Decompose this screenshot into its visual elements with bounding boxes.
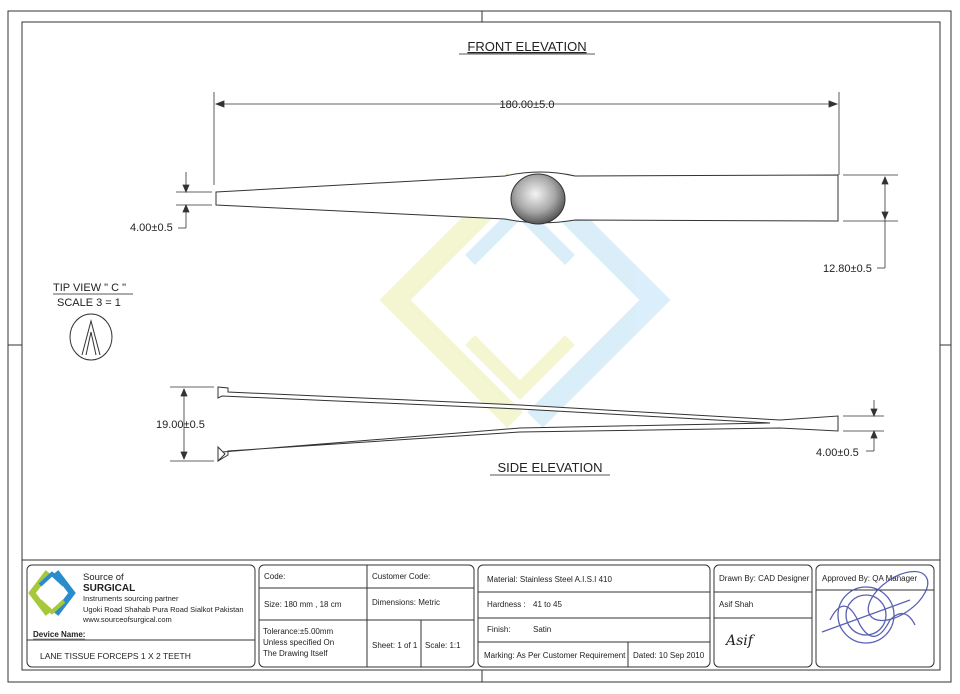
outer-border: [7, 10, 952, 683]
finish-label: Finish:: [487, 625, 511, 634]
front-tip-dimension: [176, 172, 212, 229]
company-name-line2: SURGICAL: [83, 583, 135, 594]
finish-value: Satin: [533, 625, 551, 634]
sheet-value: Sheet: 1 of 1: [372, 641, 418, 650]
hardness-value: 41 to 45: [533, 600, 562, 609]
side-opening-dimension: [170, 386, 214, 462]
device-name-label: Device Name:: [33, 630, 85, 639]
front-elevation-title: FRONT ELEVATION: [467, 39, 586, 54]
tip-view-scale: SCALE 3 = 1: [57, 297, 121, 309]
tolerance-line1: Tolerance:±5.00mm: [263, 627, 334, 636]
front-tip-label: 4.00±0.5: [130, 222, 173, 234]
front-handle-dimension: [843, 174, 898, 269]
size-value: Size: 180 mm , 18 cm: [264, 600, 342, 609]
company-website: www.sourceofsurgical.com: [82, 615, 172, 624]
customer-code-label: Customer Code:: [372, 572, 430, 581]
front-elevation-forceps: [215, 171, 839, 225]
box-joint-ball: [510, 173, 566, 225]
material-value: Material: Stainless Steel A.I.S.I 410: [487, 575, 613, 584]
company-logo: [28, 570, 76, 616]
drawn-by-signature: Asif: [724, 633, 756, 649]
title-block: [21, 559, 941, 671]
device-name-value: LANE TISSUE FORCEPS 1 X 2 TEETH: [40, 651, 191, 661]
side-opening-label: 19.00±0.5: [156, 419, 205, 431]
drawn-by-name: Asif Shah: [719, 600, 753, 609]
side-tip-label: 4.00±0.5: [816, 447, 859, 459]
side-tip-dimension: [843, 400, 884, 452]
code-label: Code:: [264, 572, 285, 581]
tip-view-detail: [69, 313, 113, 361]
overall-length-label: 180.00±5.0: [500, 99, 555, 111]
approval-stamp: [821, 570, 929, 644]
tolerance-line2: Unless specified On: [263, 638, 334, 647]
company-name-line1: Source of: [83, 572, 124, 583]
company-address: Ugoki Road Shahab Pura Road Sialkot Paki…: [83, 605, 244, 614]
company-tagline: Instruments sourcing partner: [83, 594, 179, 603]
tip-view-title: TIP VIEW " C ": [53, 282, 126, 294]
drawn-by-label: Drawn By: CAD Designer: [719, 574, 810, 583]
side-elevation-forceps: [217, 386, 839, 463]
marking-value: Marking: As Per Customer Requirement: [484, 651, 626, 660]
dated-value: Dated: 10 Sep 2010: [633, 651, 705, 660]
tolerance-line3: The Drawing Itself: [263, 649, 328, 658]
side-elevation-title: SIDE ELEVATION: [498, 460, 603, 475]
approved-by-label: Approved By: QA Manager: [822, 574, 918, 583]
dimensions-unit: Dimensions: Metric: [372, 598, 440, 607]
overall-length-dimension: [213, 92, 840, 185]
centering-marks: [8, 11, 951, 682]
scale-value: Scale: 1:1: [425, 641, 461, 650]
front-handle-label: 12.80±0.5: [823, 263, 872, 275]
hardness-label: Hardness :: [487, 600, 526, 609]
